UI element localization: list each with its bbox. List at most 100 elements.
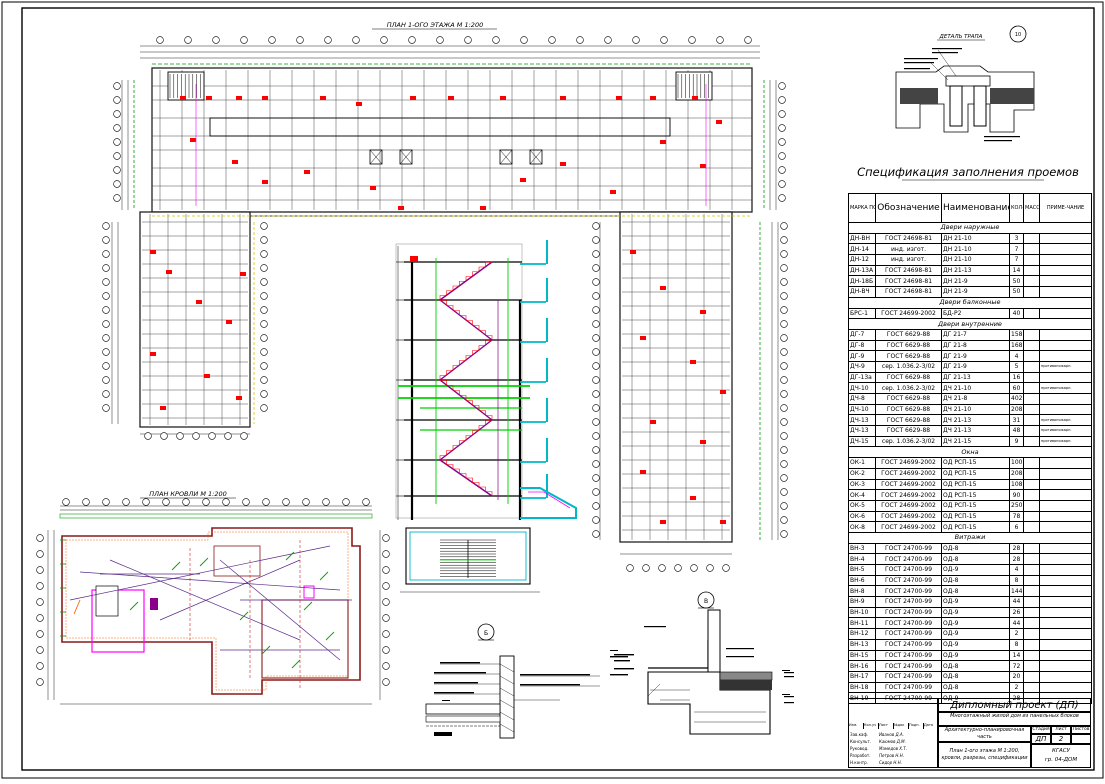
spec-cell-mass	[1023, 232, 1040, 245]
title-block-head-col: Кол.уч	[864, 723, 879, 729]
spec-cell-note	[1039, 243, 1092, 256]
spec-cell-mark: ВН-3	[848, 542, 876, 555]
spec-cell-qty: 28	[1009, 542, 1024, 555]
spec-title: Спецификация заполнения проемов	[857, 165, 1079, 179]
organization: КГАСУ	[1052, 748, 1070, 754]
spec-cell-name: ОД РСП-15	[941, 499, 1010, 512]
spec-cell-note: противопожарн.	[1039, 360, 1092, 373]
spec-cell-mark: ОК-8	[848, 521, 876, 533]
spec-cell-qty: 44	[1009, 617, 1024, 630]
spec-cell-mass	[1023, 606, 1040, 619]
spec-section-row: Двери наружные	[848, 222, 1092, 234]
spec-cell-mass	[1023, 393, 1040, 405]
detail-b: Б	[425, 623, 628, 739]
spec-cell-mass	[1023, 478, 1040, 491]
spec-cell-mark: ВН-11	[848, 617, 876, 630]
spec-cell-mass	[1023, 489, 1040, 501]
spec-cell-designation: ГОСТ 24698-81	[875, 286, 942, 298]
spec-cell-mark: ВН-5	[848, 564, 876, 576]
spec-cell-name: ДГ 21-8	[941, 339, 1010, 352]
spec-cell-mass	[1023, 425, 1040, 437]
spec-cell-designation: ГОСТ 24700-99	[875, 542, 942, 555]
spec-header-note: ПРИМЕ-ЧАНИЕ	[1039, 193, 1092, 223]
spec-section-title: Двери балконные	[848, 296, 1092, 309]
spec-cell-name: ОД-9	[941, 649, 1010, 662]
spec-cell-qty: 158	[1009, 328, 1024, 341]
spec-cell-note	[1039, 478, 1092, 491]
spec-cell-qty: 50	[1009, 275, 1024, 288]
spec-cell-designation: ГОСТ 6629-88	[875, 403, 942, 416]
spec-cell-mass	[1023, 467, 1040, 480]
spec-cell-name: ДН 21-10	[941, 243, 1010, 256]
spec-cell-name: ОД-9	[941, 628, 1010, 640]
spec-header-name: Наименование	[941, 193, 1010, 223]
spec-cell-mass	[1023, 564, 1040, 576]
spec-cell-designation: ГОСТ 24700-99	[875, 564, 942, 576]
spec-cell-name: ОД-9	[941, 606, 1010, 619]
sheet-content: План 1-ого этажа М 1:200, кровли, разрез…	[938, 742, 1031, 768]
spec-cell-mark: ВН-4	[848, 553, 876, 565]
building-name: Многоэтажный жилой дом из панельных блок…	[938, 712, 1091, 726]
spec-cell-note	[1039, 393, 1092, 405]
spec-cell-note	[1039, 254, 1092, 266]
spec-cell-designation: ГОСТ 24700-99	[875, 585, 942, 598]
spec-cell-note	[1039, 232, 1092, 245]
spec-cell-mass	[1023, 681, 1040, 694]
spec-cell-mass	[1023, 521, 1040, 533]
spec-header-mark: МАРКА ПОЗ.	[848, 193, 876, 223]
spec-cell-designation: сер. 1.036.2-3/02	[875, 382, 942, 394]
spec-cell-designation: ГОСТ 24698-81	[875, 232, 942, 245]
spec-cell-designation: ГОСТ 24700-99	[875, 670, 942, 683]
spec-cell-mass	[1023, 660, 1040, 672]
spec-cell-designation: ГОСТ 24699-2002	[875, 307, 942, 320]
spec-cell-qty: 4	[1009, 350, 1024, 362]
spec-cell-qty: 16	[1009, 371, 1024, 384]
spec-cell-note: противопожарн.	[1039, 382, 1092, 394]
spec-cell-note	[1039, 542, 1092, 555]
roof-plan	[36, 498, 390, 705]
spec-cell-designation: ГОСТ 24700-99	[875, 628, 942, 640]
spec-cell-qty: 100	[1009, 457, 1024, 469]
spec-cell-qty: 26	[1009, 606, 1024, 619]
spec-cell-designation: ГОСТ 24700-99	[875, 553, 942, 565]
spec-cell-mass	[1023, 596, 1040, 608]
spec-section-row: Двери балконные	[848, 296, 1092, 309]
specification-table: МАРКА ПОЗ. Обозначение Наименование КОЛ-…	[848, 193, 1092, 704]
spec-cell-qty: 108	[1009, 478, 1024, 491]
spec-cell-mass	[1023, 499, 1040, 512]
spec-cell-name: ДН 21-13	[941, 264, 1010, 277]
spec-cell-name: ОД-8	[941, 585, 1010, 598]
spec-cell-mark: ДН-18Б	[848, 275, 876, 288]
spec-cell-note	[1039, 328, 1092, 341]
spec-cell-designation: ГОСТ 24699-2002	[875, 489, 942, 501]
spec-cell-mark: ВН-18	[848, 681, 876, 694]
spec-cell-mark: ВН-16	[848, 660, 876, 672]
spec-cell-mark: ВН-12	[848, 628, 876, 640]
spec-cell-qty: 168	[1009, 339, 1024, 352]
spec-header-row: МАРКА ПОЗ. Обозначение Наименование КОЛ-…	[848, 193, 1092, 223]
spec-cell-qty: 250	[1009, 499, 1024, 512]
spec-cell-designation: ГОСТ 6629-88	[875, 425, 942, 437]
spec-cell-note	[1039, 681, 1092, 694]
spec-cell-designation: ГОСТ 6629-88	[875, 339, 942, 352]
spec-cell-mass	[1023, 360, 1040, 373]
